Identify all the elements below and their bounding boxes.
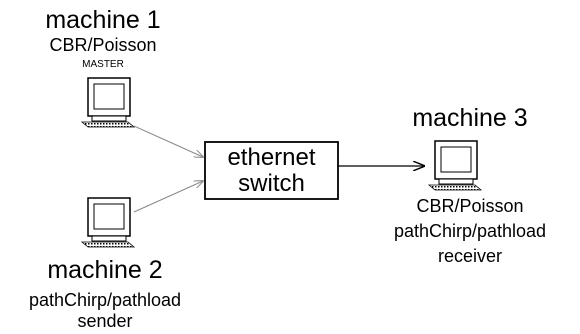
switch-box <box>204 141 339 200</box>
switch-label-line2: switch <box>238 170 305 197</box>
machine2-tool: pathChirp/pathload <box>28 290 182 310</box>
arrow-machine2-to-switch <box>133 181 203 213</box>
machine2-role: sender <box>77 311 133 331</box>
machine3-tool: pathChirp/pathload <box>393 221 547 241</box>
machine1-role: CBR/Poisson <box>49 35 157 55</box>
machine3-title: machine 3 <box>412 104 528 132</box>
switch-label-line1: ethernet <box>227 144 316 171</box>
computer-icon <box>80 197 136 248</box>
machine2-title: machine 2 <box>47 256 163 284</box>
computer-icon <box>427 140 483 191</box>
machine3-role: receiver <box>437 246 503 266</box>
machine1-master-label: MASTER <box>82 59 124 70</box>
machine1-title: machine 1 <box>45 6 161 34</box>
arrow-machine1-to-switch <box>133 125 203 157</box>
machine3-traffic: CBR/Poisson <box>416 196 524 216</box>
computer-icon <box>80 77 136 128</box>
